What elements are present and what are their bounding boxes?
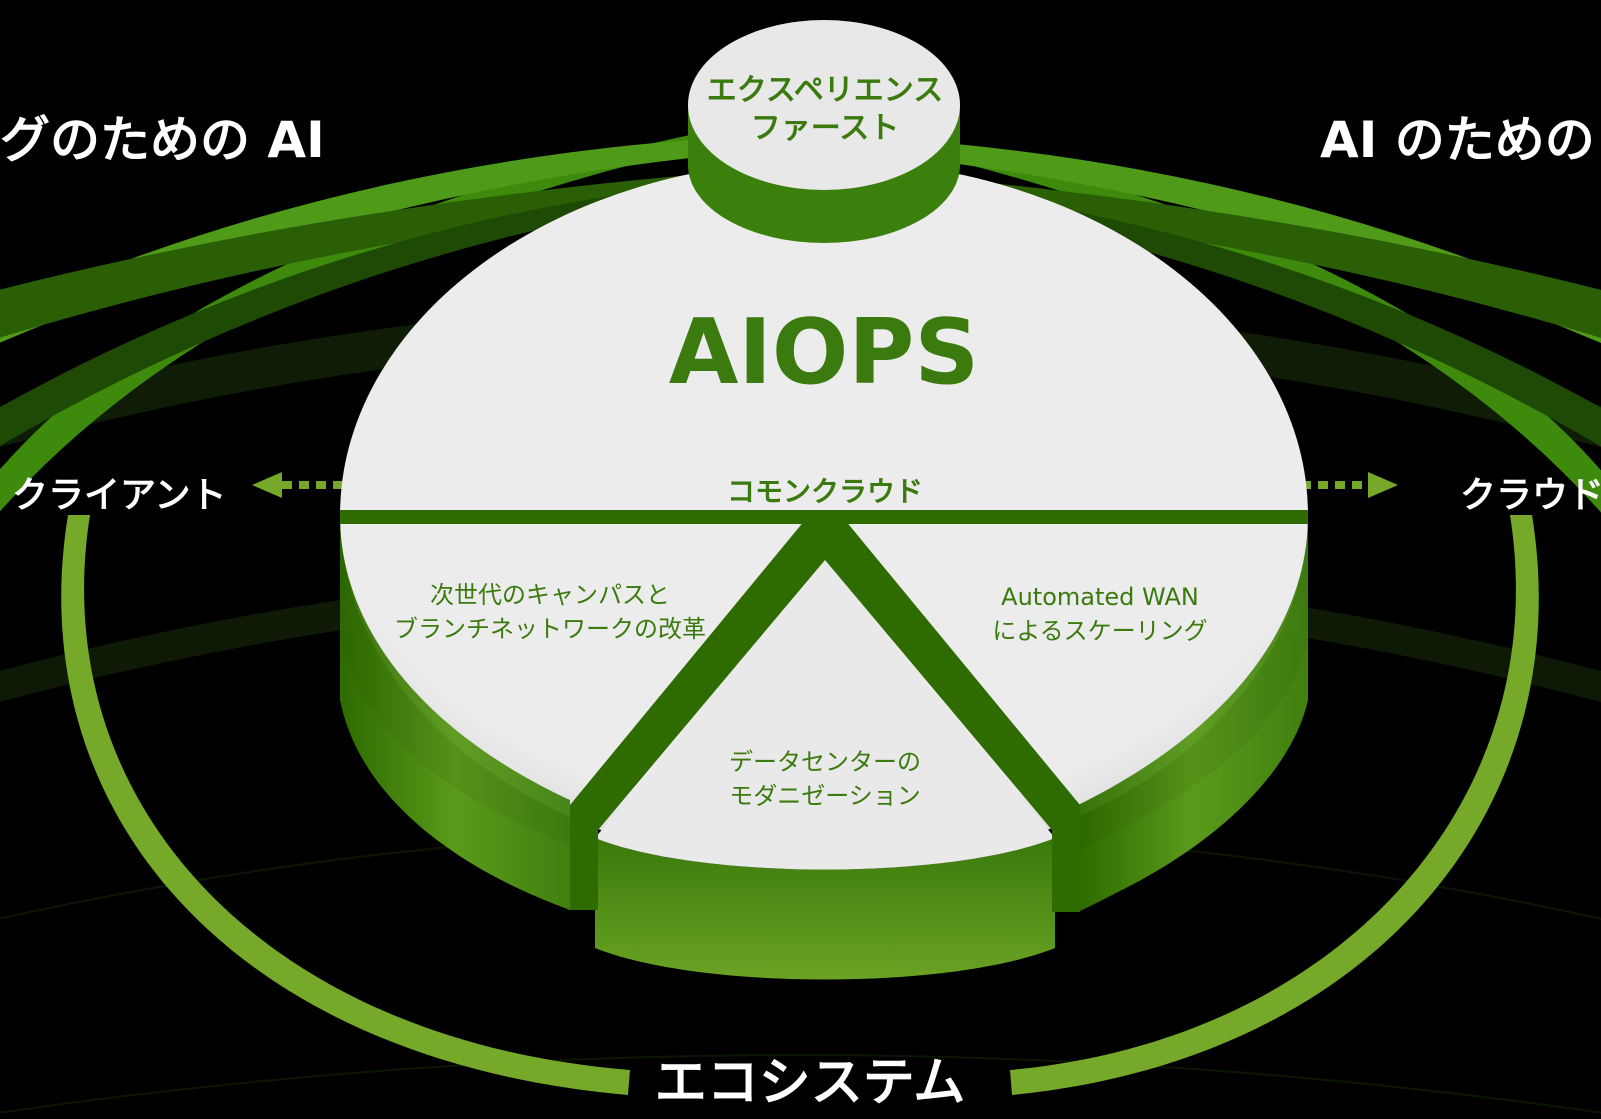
segment-left-label: 次世代のキャンパスと ブランチネットワークの改革 xyxy=(380,578,720,646)
left-endpoint-label: クライアント xyxy=(12,475,227,516)
right-endpoint-label: クラウド xyxy=(1460,475,1601,516)
aiops-disc xyxy=(340,160,1308,980)
common-cloud-label: コモンクラウド xyxy=(726,475,923,508)
segment-bottom-label: データセンターの モダニゼーション xyxy=(690,745,960,813)
segment-right-label: Automated WAN によるスケーリング xyxy=(950,580,1250,648)
segment-bottom-line1: データセンターの xyxy=(729,748,921,776)
ecosystem-label: エコシステム xyxy=(654,1053,966,1113)
segment-left-line2: ブランチネットワークの改革 xyxy=(394,615,706,643)
experience-first-label: エクスペリエンス ファースト xyxy=(694,72,956,148)
experience-first-line2: ファースト xyxy=(750,111,900,146)
segment-right-line2: によるスケーリング xyxy=(992,617,1208,645)
top-left-heading: グのための AI xyxy=(0,111,325,169)
segment-right-line1: Automated WAN xyxy=(1001,583,1199,611)
experience-first-line1: エクスペリエンス xyxy=(706,73,944,108)
segment-bottom-line2: モダニゼーション xyxy=(729,782,921,810)
experience-first-disc xyxy=(688,20,960,243)
segment-left-line1: 次世代のキャンパスと xyxy=(430,581,670,609)
core-title: AIOPS xyxy=(668,300,980,405)
top-right-heading: AI のための xyxy=(1320,111,1595,169)
